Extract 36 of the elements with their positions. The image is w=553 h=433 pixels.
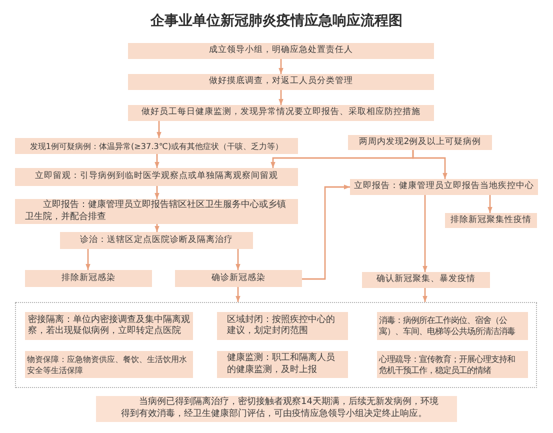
process-box: 确诊新冠感染 — [175, 270, 302, 287]
process-box: 做好员工每日健康监测，发现异常情况要立即报告、采取相应防控措施 — [128, 105, 434, 121]
process-box: 两周内发现2例及以上可疑病例 — [348, 135, 492, 150]
arrow — [154, 154, 160, 168]
arrow — [156, 121, 162, 138]
arrow — [154, 224, 160, 232]
process-box: 确认新冠聚集、暴发疫情 — [362, 272, 490, 288]
arrow — [278, 59, 284, 74]
process-box: 立即报告：健康管理员立即报告当地疾控中心 — [350, 179, 538, 195]
process-box: 区域封闭：按照疾控中心的建议，划定封闭范围 — [217, 312, 348, 340]
process-box: 物资保障：应急物资供应、餐饮、生活饮用水安全等生活保障 — [25, 351, 193, 378]
arrow — [422, 195, 428, 272]
arrow — [488, 195, 492, 213]
arrow — [302, 184, 350, 280]
arrow — [422, 288, 428, 302]
process-box: 诊治：送辖区定点医院诊断及隔离治疗 — [60, 232, 253, 249]
process-box: 健康监测：职工和隔离人员的健康监测，及时上报 — [217, 351, 348, 378]
process-box: 密接隔离：单位内密接调查及集中隔离观察，若出现疑似病例，立即转定点医院 — [25, 312, 193, 340]
process-box: 排除新冠聚集性疫情 — [445, 213, 537, 228]
process-box: 成立领导小组，明确应急处置责任人 — [128, 43, 434, 59]
title: 企事业单位新冠肺炎疫情应急响应流程图 — [150, 12, 402, 30]
process-box: 立即留观：引导病例到临时医学观察点或单独隔离观察间留观 — [15, 168, 298, 186]
process-box: 消毒：病例所在工作岗位、宿舍（公寓）、车间、电梯等公共场所清洁消毒 — [377, 312, 528, 340]
process-box: 发现1例可疑病例：体温异常(≥37.3℃)或有其他症状（干咳、乏力等） — [15, 138, 298, 154]
arrow — [236, 249, 240, 270]
process-box: 心理疏导：宣传教育；开展心理支持和危机干预工作，稳定员工的情绪 — [377, 351, 528, 378]
process-box: 做好摸底调查，对返工人员分类管理 — [128, 74, 434, 90]
arrow — [236, 287, 240, 302]
arrow — [278, 90, 284, 105]
arrow — [154, 186, 160, 199]
process-box: 立即报告：健康管理员立即报告辖区社区卫生服务中心或乡镇卫生院，并配合排查 — [15, 199, 298, 224]
process-box: 当病例已得到隔离治疗，密切接触者观察14天期满，后续无新发病例，环境得到有效消毒，经卫生健康部门评估，可由疫情应急领导小组决定终止响应。 — [96, 396, 457, 422]
process-box: 排除新冠感染 — [25, 270, 152, 287]
dotted-frame — [15, 302, 537, 388]
arrow — [86, 249, 90, 270]
arrow — [412, 150, 448, 179]
